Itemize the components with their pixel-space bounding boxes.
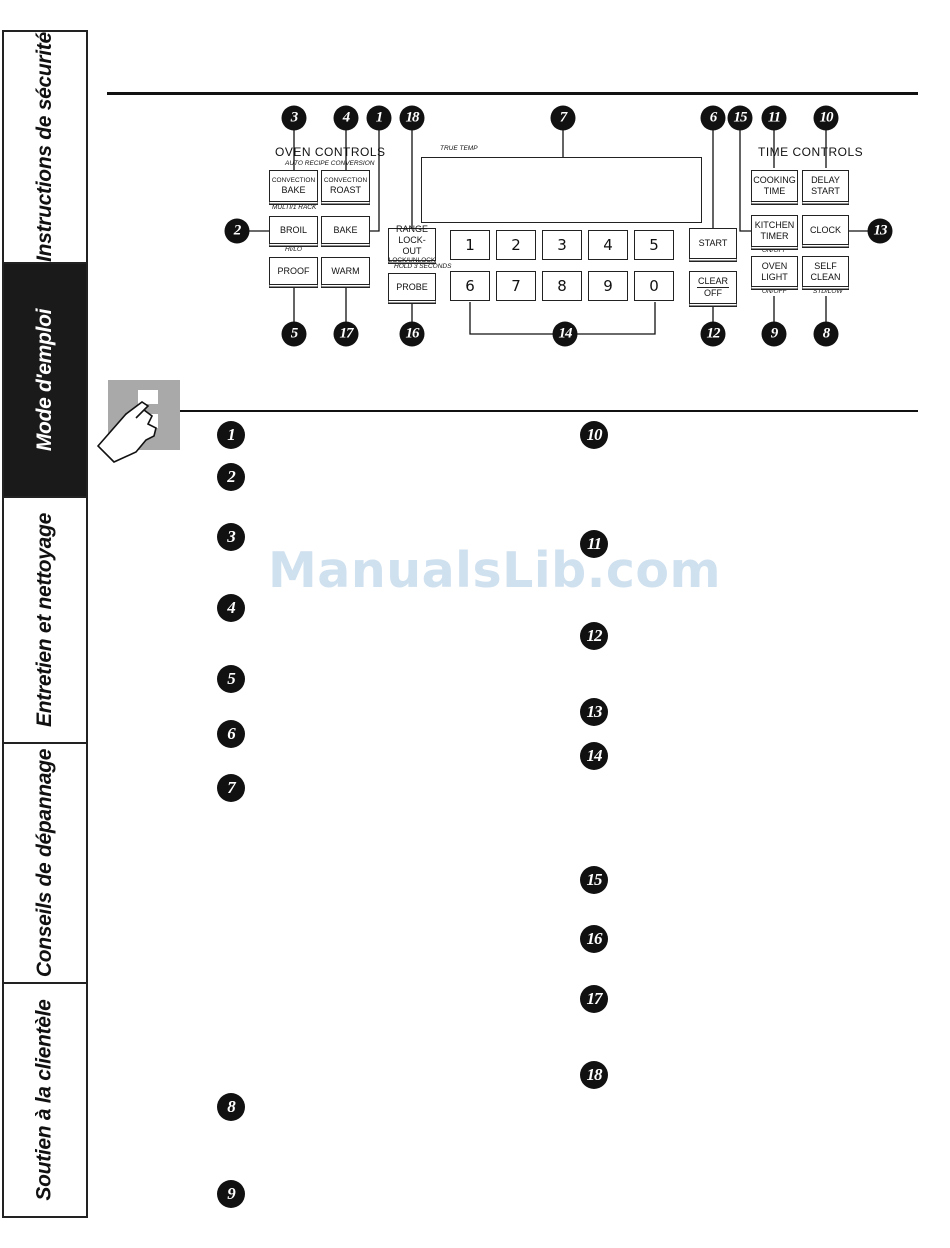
callout-11: 11 [761,105,787,131]
callout-15: 15 [727,105,753,131]
clock-button[interactable]: Clock [802,215,849,245]
list-marker-12: 12 [580,622,608,650]
callout-16: 16 [399,321,425,347]
warm-button[interactable]: Warm [321,257,370,285]
timer-on-off-label: On/Off [762,247,787,254]
start-button[interactable]: Start [689,228,737,259]
keypad-5[interactable]: 5 [634,230,674,260]
watermark: ManualsLib.com [268,542,722,599]
hold-label: Hold 3 Seconds [394,263,452,270]
top-rule [107,92,918,95]
keypad-9[interactable]: 9 [588,271,628,301]
bake-button[interactable]: Bake [321,216,370,244]
callout-14: 14 [552,321,578,347]
range-lockout-button[interactable]: Range Lock-Out Lock/Unlock [388,224,436,264]
tab-troubleshooting[interactable]: Conseils de dépannage [4,744,86,984]
probe-button[interactable]: Probe [388,273,436,301]
keypad-2[interactable]: 2 [496,230,536,260]
keypad-1[interactable]: 1 [450,230,490,260]
callout-10: 10 [813,105,839,131]
callout-6: 6 [700,105,726,131]
section-rule [180,410,918,412]
tab-operating-instructions[interactable]: Mode d'emploi [4,264,86,498]
callout-2: 2 [224,218,250,244]
keypad-8[interactable]: 8 [542,271,582,301]
callout-7: 7 [550,105,576,131]
time-controls-heading: Time Controls [758,145,864,159]
list-marker-10: 10 [580,421,608,449]
list-marker-7: 7 [217,774,245,802]
convection-roast-button[interactable]: Convection Roast [321,170,370,202]
kitchen-timer-button[interactable]: Kitchen Timer [751,215,798,247]
tab-care-and-cleaning[interactable]: Entretien et nettoyage [4,498,86,744]
oven-display [421,157,702,223]
list-marker-14: 14 [580,742,608,770]
keypad-0[interactable]: 0 [634,271,674,301]
callout-12: 12 [700,321,726,347]
broil-button[interactable]: Broil [269,216,318,244]
keypad-4[interactable]: 4 [588,230,628,260]
list-marker-11: 11 [580,530,608,558]
callout-8: 8 [813,321,839,347]
std-low-label: Std/Low [813,288,843,295]
tab-safety-instructions[interactable]: Instructions de sécurité [4,32,86,264]
auto-recipe-label: Auto Recipe Conversion [285,160,375,167]
callout-18: 18 [399,105,425,131]
section-sidebar: Instructions de sécurité Mode d'emploi E… [2,30,88,1218]
list-marker-13: 13 [580,698,608,726]
oven-light-button[interactable]: Oven Light [751,256,798,287]
callout-3: 3 [281,105,307,131]
light-on-off-label: On/Off [762,288,787,295]
cooking-time-button[interactable]: Cooking Time [751,170,798,202]
list-marker-16: 16 [580,925,608,953]
proof-button[interactable]: Proof [269,257,318,285]
list-marker-15: 15 [580,866,608,894]
list-marker-6: 6 [217,720,245,748]
hi-lo-label: Hi/Lo [285,246,302,253]
list-marker-1: 1 [217,421,245,449]
callout-13: 13 [867,218,893,244]
list-marker-18: 18 [580,1061,608,1089]
hand-pointer-icon [96,380,180,464]
list-marker-5: 5 [217,665,245,693]
callout-9: 9 [761,321,787,347]
clear-off-button[interactable]: Clear Off [689,271,737,304]
callout-5: 5 [281,321,307,347]
list-marker-17: 17 [580,985,608,1013]
oven-controls-heading: Oven Controls [275,145,386,159]
callout-1: 1 [366,105,392,131]
list-marker-8: 8 [217,1093,245,1121]
true-temp-label: True Temp [440,145,478,152]
keypad-3[interactable]: 3 [542,230,582,260]
keypad-7[interactable]: 7 [496,271,536,301]
self-clean-button[interactable]: Self Clean [802,256,849,287]
delay-start-button[interactable]: Delay Start [802,170,849,202]
list-marker-9: 9 [217,1180,245,1208]
callout-17: 17 [333,321,359,347]
multi-rack-label: Multi/1 Rack [272,204,317,211]
list-marker-2: 2 [217,463,245,491]
list-marker-3: 3 [217,523,245,551]
convection-bake-button[interactable]: Convection Bake [269,170,318,202]
callout-4: 4 [333,105,359,131]
list-marker-4: 4 [217,594,245,622]
keypad-6[interactable]: 6 [450,271,490,301]
